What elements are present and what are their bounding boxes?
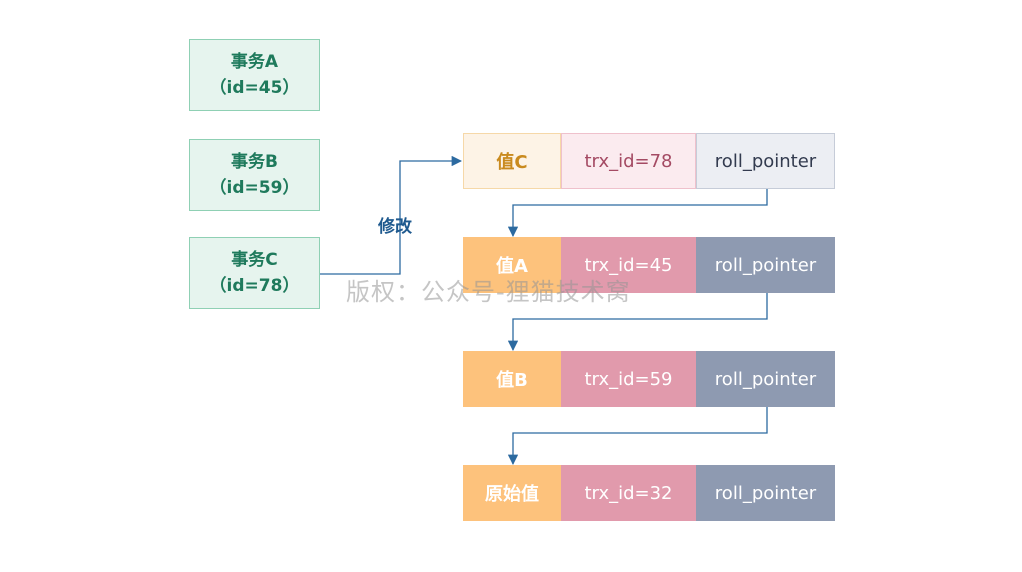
version-row-latest: 值C trx_id=78 roll_pointer [463, 133, 835, 189]
transaction-name: 事务B [231, 152, 278, 172]
roll-pointer-cell: roll_pointer [696, 465, 835, 521]
rollback-arrow-b-to-original [507, 407, 768, 466]
transaction-id: （id=59） [209, 178, 300, 198]
transaction-id: （id=78） [209, 276, 300, 296]
roll-pointer-cell: roll_pointer [696, 133, 835, 189]
value-cell: 值A [463, 237, 561, 293]
value-cell: 值C [463, 133, 561, 189]
trx-id-cell: trx_id=59 [561, 351, 696, 407]
roll-pointer-cell: roll_pointer [696, 351, 835, 407]
version-row: 值B trx_id=59 roll_pointer [463, 351, 835, 407]
transaction-b-box: 事务B （id=59） [189, 139, 320, 211]
modify-arrow [320, 155, 463, 275]
value-cell: 原始值 [463, 465, 561, 521]
transaction-name: 事务A [230, 52, 279, 72]
modify-label: 修改 [378, 217, 412, 237]
trx-id-cell: trx_id=32 [561, 465, 696, 521]
transaction-name: 事务C [231, 250, 278, 270]
value-cell: 值B [463, 351, 561, 407]
transaction-c-box: 事务C （id=78） [189, 237, 320, 309]
transaction-id: （id=45） [209, 78, 300, 98]
trx-id-cell: trx_id=45 [561, 237, 696, 293]
rollback-arrow-c-to-a [507, 189, 768, 238]
trx-id-cell: trx_id=78 [561, 133, 696, 189]
roll-pointer-cell: roll_pointer [696, 237, 835, 293]
version-row-original: 原始值 trx_id=32 roll_pointer [463, 465, 835, 521]
transaction-a-box: 事务A （id=45） [189, 39, 320, 111]
version-row: 值A trx_id=45 roll_pointer [463, 237, 835, 293]
rollback-arrow-a-to-b [507, 293, 768, 352]
